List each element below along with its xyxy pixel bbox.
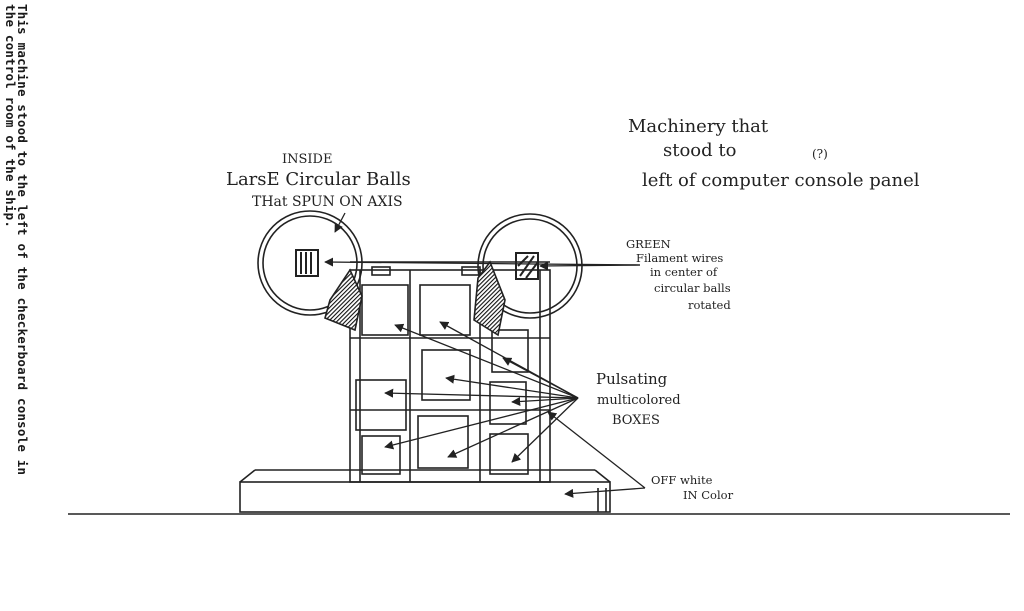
balls-note-line-3: THat SPUN ON AXIS (252, 194, 403, 210)
pulsating-boxes (355, 284, 529, 475)
title-note-line-2: stood to (663, 140, 736, 161)
left-filament (295, 249, 319, 277)
balls-note-line-1: INSIDE (282, 152, 332, 167)
balls-note-line-2: LarsE Circular Balls (226, 169, 411, 190)
right-circular-ball (473, 213, 583, 337)
boxes-note-line-2: multicolored (597, 393, 681, 408)
color-note-line-2: IN Color (683, 488, 734, 502)
color-note: OFF white IN Color (651, 473, 734, 502)
filament-note-line-2: Filament wires (636, 251, 723, 265)
filament-note-line-4: circular balls (654, 281, 731, 295)
filament-note-line-5: rotated (688, 298, 731, 312)
filament-note: GREEN Filament wires in center of circul… (626, 237, 731, 312)
left-filament-lines (300, 252, 312, 274)
filament-note-line-3: in center of (650, 265, 718, 279)
balls-note: INSIDE LarsE Circular Balls THat SPUN ON… (226, 152, 411, 210)
boxes-note-line-1: Pulsating (596, 370, 668, 388)
base-platform (239, 481, 611, 513)
title-note-line-1: Machinery that (628, 116, 769, 137)
title-note: Machinery that stood to (?) left of comp… (628, 116, 920, 191)
annotation-arrows (324, 212, 646, 498)
right-filament-lines (517, 255, 539, 279)
filament-note-line-1: GREEN (626, 237, 671, 251)
title-note-question: (?) (812, 147, 828, 161)
machine-body (349, 269, 551, 483)
color-note-line-1: OFF white (651, 473, 713, 487)
right-filament (515, 252, 539, 280)
boxes-note-line-3: BOXES (612, 413, 660, 428)
title-note-line-3: left of computer console panel (642, 170, 920, 191)
boxes-note: Pulsating multicolored BOXES (596, 370, 681, 428)
